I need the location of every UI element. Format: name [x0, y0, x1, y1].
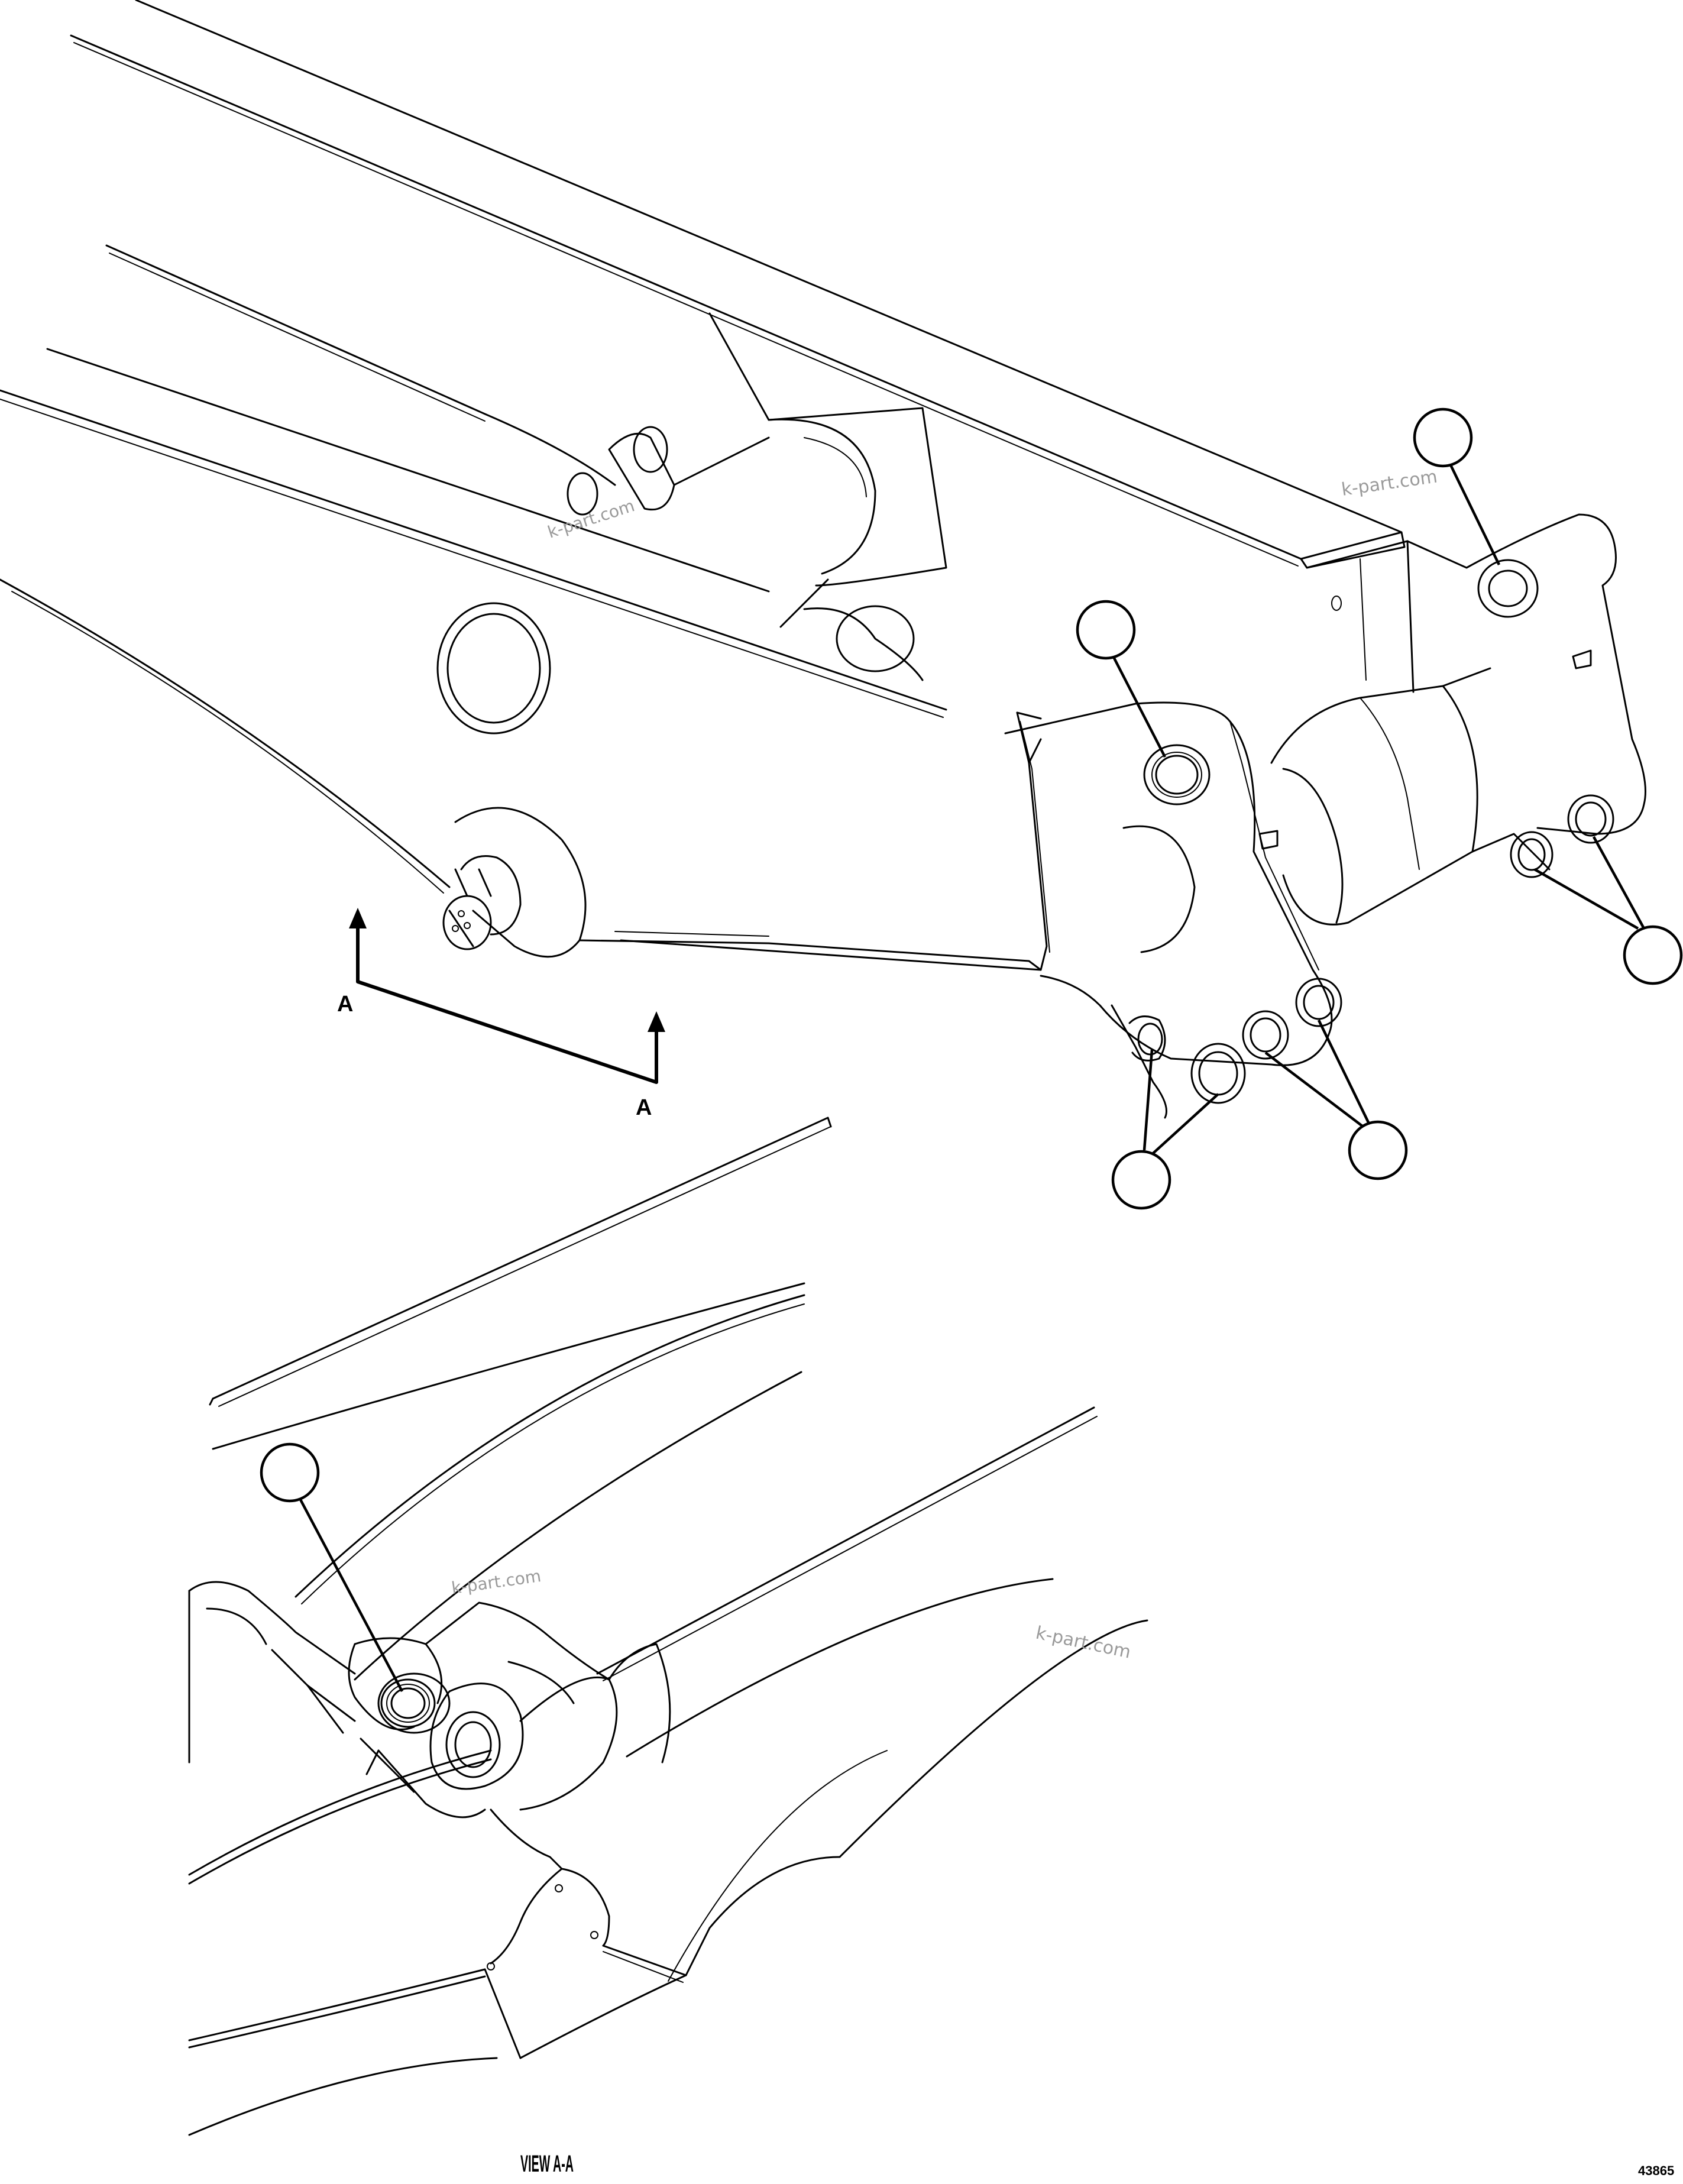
- arrow-up-left-icon: [349, 908, 367, 928]
- view-aa-detail: [188, 1117, 1148, 2136]
- arrow-up-right-icon: [648, 1011, 665, 1032]
- callout-bubble: [1076, 600, 1136, 660]
- figure-code: 43865: [1638, 2163, 1674, 2178]
- callout-bubble: [1348, 1120, 1408, 1180]
- boom-arm-assembly: [0, 0, 1646, 1119]
- section-letter-left: A: [337, 992, 353, 1017]
- watermark-text: k-part.com: [545, 496, 637, 542]
- section-letter-right: A: [636, 1095, 652, 1120]
- callout-bubble: [1623, 925, 1683, 985]
- view-caption: VIEW A-A: [520, 2151, 574, 2177]
- callout-bubble: [1111, 1150, 1171, 1210]
- watermark-text: k-part.com: [1340, 467, 1439, 500]
- callout-bubble: [1413, 407, 1473, 468]
- section-cut-line: A A: [337, 908, 665, 1120]
- callout-bubble: [260, 1442, 320, 1503]
- watermark-text: k-part.com: [450, 1566, 542, 1598]
- callouts-lower: [260, 1442, 403, 1693]
- callouts-upper: [1076, 407, 1683, 1210]
